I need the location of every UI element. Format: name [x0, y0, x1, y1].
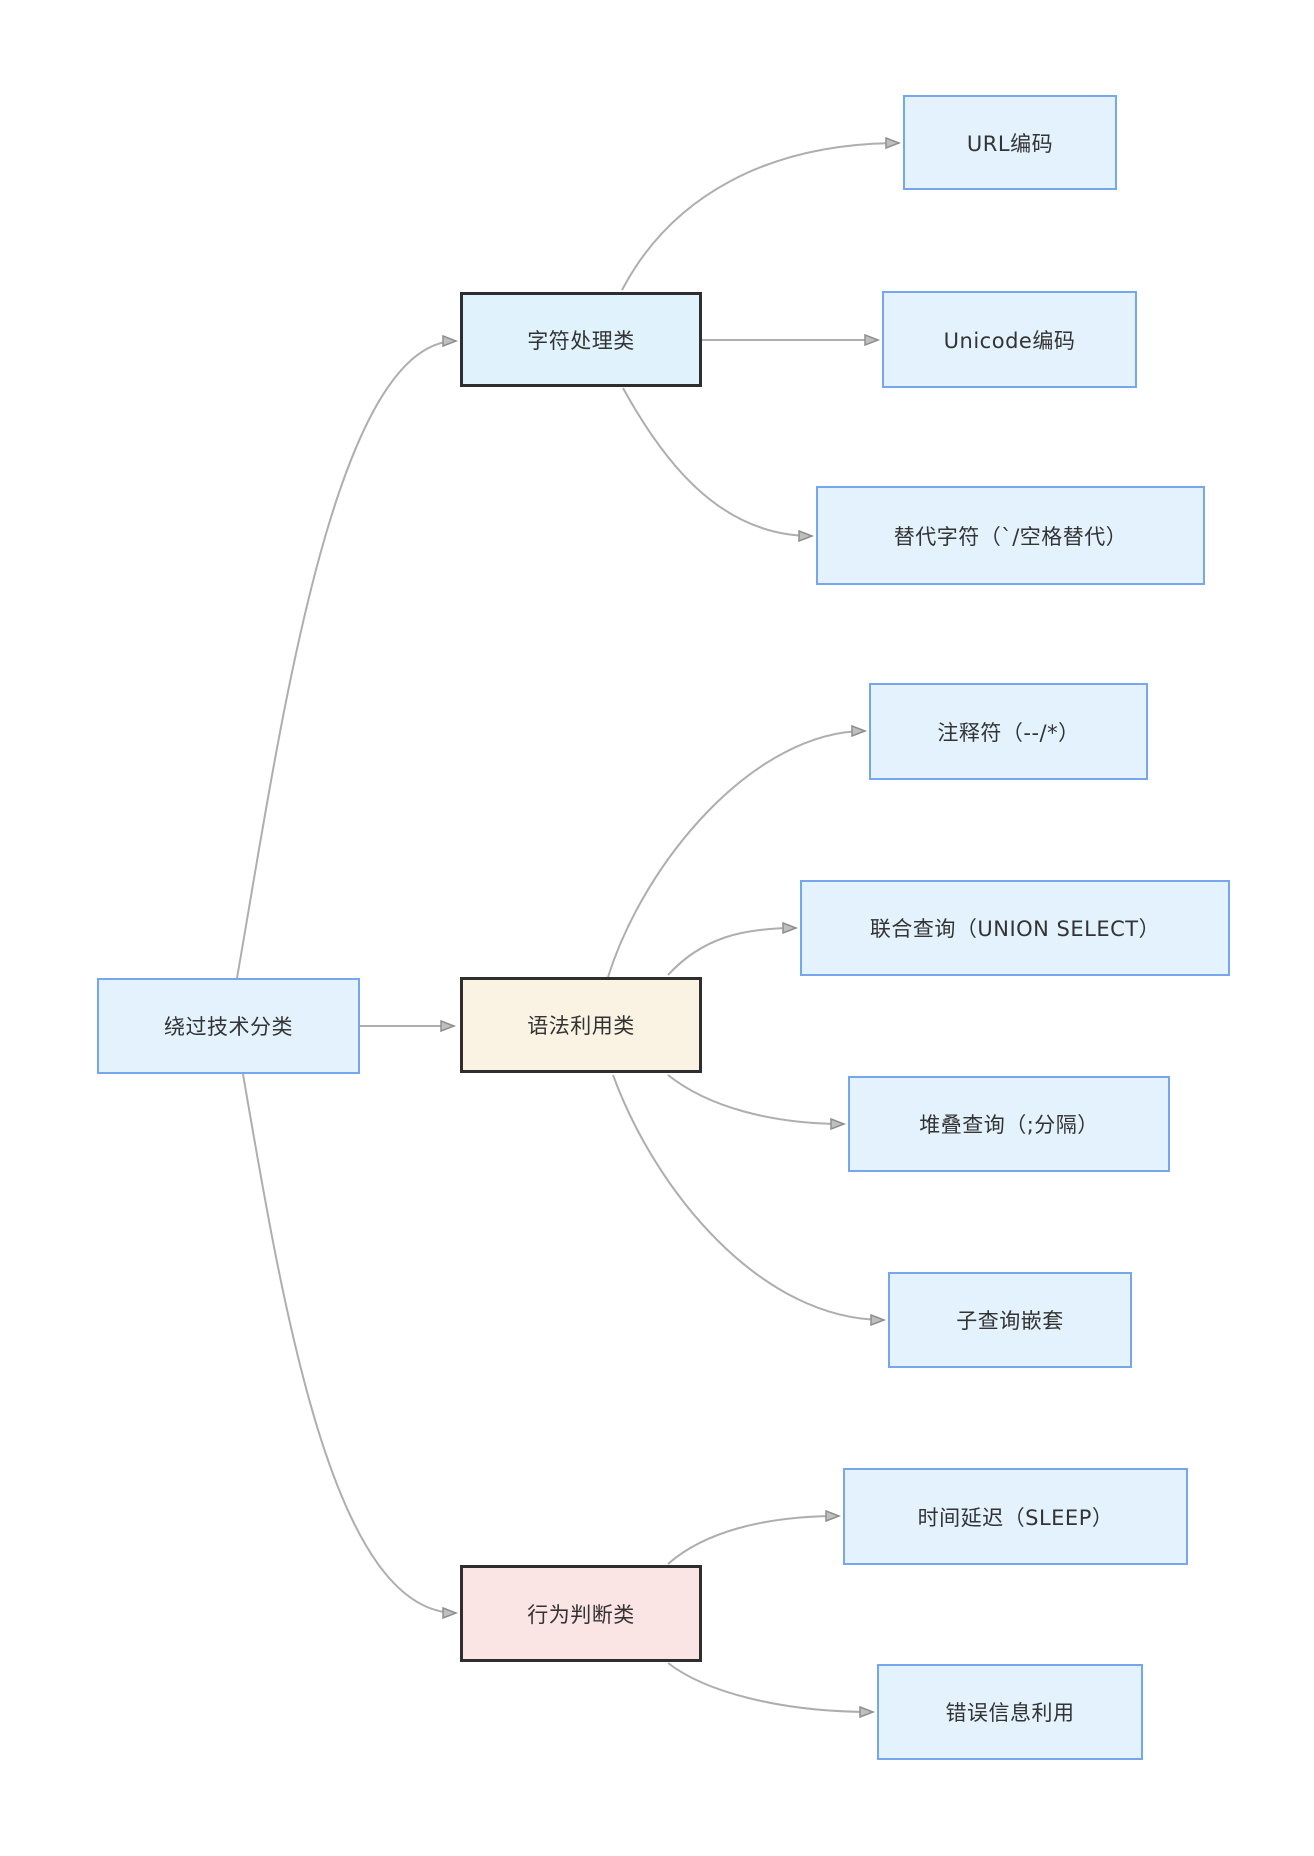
node-leaf-alternative-chars: 替代字符（`/空格替代） — [816, 486, 1205, 585]
node-label: 时间延迟（SLEEP） — [917, 1505, 1114, 1530]
edge-char-to-url-encoding — [621, 136, 902, 291]
node-label: 绕过技术分类 — [164, 1015, 293, 1039]
edge-behavior-to-error-info — [667, 1662, 876, 1719]
node-root-bypass-techniques: 绕过技术分类 — [97, 978, 360, 1074]
node-label: 字符处理类 — [527, 328, 635, 353]
edge-syntax-to-stacked-query — [667, 1074, 847, 1131]
node-leaf-url-encoding: URL编码 — [903, 95, 1117, 190]
node-category-behavior-detection: 行为判断类 — [460, 1565, 702, 1662]
node-label: 子查询嵌套 — [956, 1309, 1064, 1333]
edge-syntax-to-union-select — [667, 921, 799, 976]
node-label: 行为判断类 — [527, 1602, 635, 1627]
edge-syntax-to-subquery — [612, 1074, 887, 1327]
edge-behavior-to-time-delay — [667, 1509, 842, 1565]
node-label: 语法利用类 — [527, 1014, 635, 1038]
node-label: Unicode编码 — [943, 328, 1076, 353]
node-leaf-subquery-nesting: 子查询嵌套 — [888, 1272, 1132, 1368]
edge-root-to-behavior — [242, 1073, 459, 1620]
node-label: 替代字符（`/空格替代） — [893, 524, 1128, 549]
edge-char-to-alt-chars — [622, 387, 815, 543]
node-label: 错误信息利用 — [945, 1701, 1075, 1725]
node-leaf-time-delay-sleep: 时间延迟（SLEEP） — [843, 1468, 1188, 1565]
node-label: URL编码 — [966, 131, 1054, 156]
node-leaf-error-info-exploitation: 错误信息利用 — [877, 1664, 1143, 1760]
node-category-syntax-exploitation: 语法利用类 — [460, 977, 702, 1073]
node-category-char-processing: 字符处理类 — [460, 292, 702, 387]
node-leaf-union-select: 联合查询（UNION SELECT） — [800, 880, 1230, 976]
edge-syntax-to-comment — [607, 724, 868, 978]
node-label: 堆叠查询（;分隔） — [919, 1113, 1099, 1137]
node-leaf-comment-symbols: 注释符（--/*） — [869, 683, 1148, 780]
node-leaf-unicode-encoding: Unicode编码 — [882, 291, 1137, 388]
node-label: 注释符（--/*） — [937, 720, 1080, 745]
node-leaf-stacked-query: 堆叠查询（;分隔） — [848, 1076, 1170, 1172]
edge-root-to-char — [236, 334, 459, 979]
node-label: 联合查询（UNION SELECT） — [869, 917, 1161, 941]
